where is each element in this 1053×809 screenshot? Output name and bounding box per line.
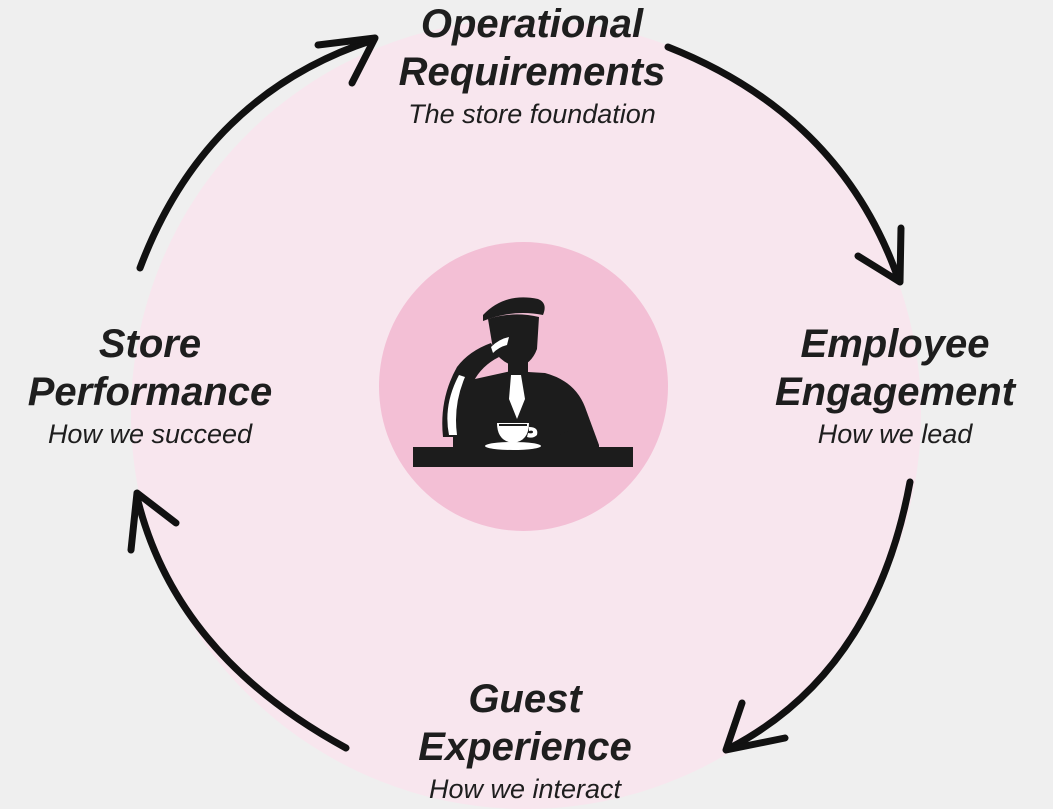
node-subtitle: The store foundation bbox=[408, 99, 656, 129]
arrow-performance-to-operational bbox=[136, 36, 377, 272]
arrow-operational-to-engagement bbox=[664, 43, 902, 282]
node-title-line2: Experience bbox=[418, 725, 632, 769]
node-operational-requirements: Operational Requirements The store found… bbox=[330, 0, 734, 132]
node-title-line1: Operational bbox=[420, 2, 644, 46]
node-title-line1: Guest bbox=[468, 677, 582, 721]
node-title-line2: Requirements bbox=[398, 50, 666, 94]
node-guest-experience: Guest Experience How we interact bbox=[360, 675, 690, 807]
arrowhead-operational-icon bbox=[314, 34, 379, 87]
node-employee-engagement: Employee Engagement How we lead bbox=[750, 320, 1040, 452]
node-subtitle: How we interact bbox=[428, 774, 622, 804]
node-subtitle: How we lead bbox=[817, 419, 973, 449]
arrowhead-guest-icon bbox=[722, 699, 789, 754]
node-store-performance: Store Performance How we succeed bbox=[5, 320, 295, 452]
node-title-line1: Store bbox=[98, 322, 202, 366]
arrowhead-performance-icon bbox=[127, 489, 180, 554]
node-title-line2: Engagement bbox=[774, 370, 1016, 414]
arrow-guest-to-performance bbox=[133, 493, 350, 752]
node-title-line1: Employee bbox=[800, 322, 990, 366]
node-title-line2: Performance bbox=[27, 370, 273, 414]
node-subtitle: How we succeed bbox=[47, 419, 253, 449]
arrowhead-engagement-icon bbox=[854, 224, 905, 286]
arrow-engagement-to-guest bbox=[726, 478, 914, 752]
center-hub bbox=[379, 242, 668, 531]
seated-man-with-coffee-cup-logo-icon bbox=[413, 297, 633, 467]
